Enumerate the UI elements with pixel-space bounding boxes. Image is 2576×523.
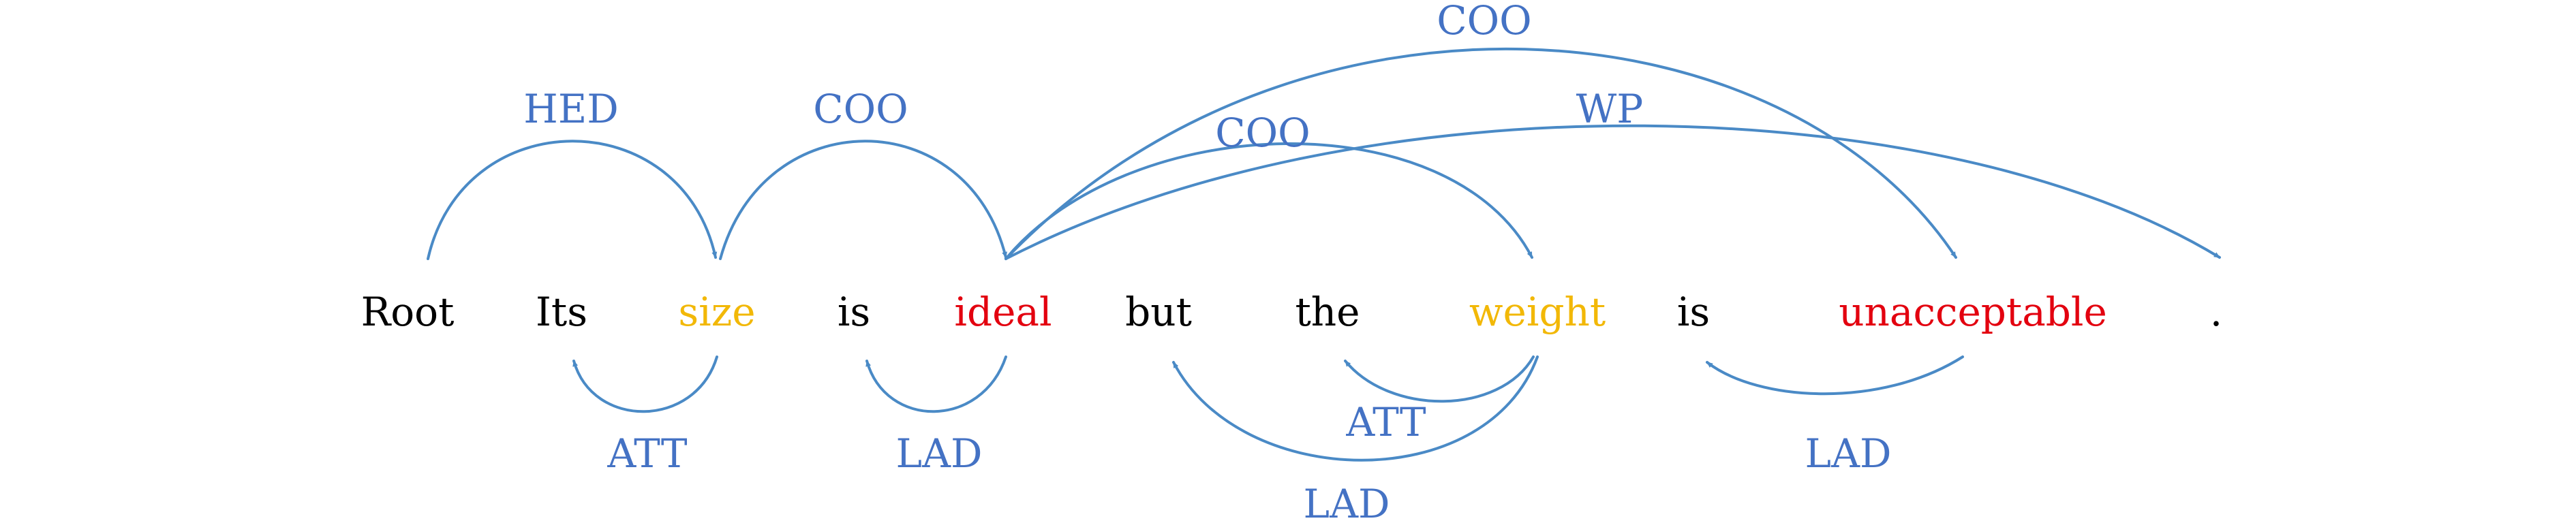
arc-coo-ideal-to-unacceptable [1005, 47, 1957, 260]
token-its-1: Its [536, 289, 587, 335]
arc-lad-ideal-to-is [865, 355, 1007, 413]
arc-att-weight-to-the [1344, 355, 1535, 403]
arc-coo-size-to-ideal [719, 140, 1007, 260]
token-is-3: is [838, 289, 870, 335]
label-layer: HED COO COO COO WP ATT LAD ATT LAD LAD [523, 0, 1891, 523]
arc-att-size-to-its [572, 355, 718, 413]
token-the-6: the [1295, 289, 1360, 335]
token-period-10: . [2210, 289, 2222, 335]
arc-label-wp: WP [1576, 86, 1644, 132]
arc-lad-weight-to-but [1172, 355, 1539, 462]
token-root-0: Root [361, 289, 455, 335]
arc-lad-unacceptable-to-is [1706, 355, 1964, 396]
arc-label-lad: LAD [1304, 481, 1390, 523]
arc-label-coo: COO [813, 86, 908, 132]
arc-label-coo: COO [1437, 0, 1531, 44]
arc-label-lad: LAD [1805, 430, 1892, 477]
arc-label-att: ATT [607, 430, 687, 477]
token-weight-7: weight [1469, 289, 1606, 335]
arc-label-att: ATT [1345, 399, 1426, 445]
token-ideal-4: ideal [954, 289, 1052, 335]
arc-coo-ideal-to-weight [1005, 142, 1533, 260]
arc-label-hed: HED [523, 86, 618, 132]
arc-wp-ideal-to-period [1005, 124, 2221, 260]
token-size-2: size [678, 289, 755, 335]
arc-layer [427, 47, 2221, 462]
token-layer: Root Its size is ideal but the weight is unaccept… [361, 289, 2223, 335]
token-is-8: is [1677, 289, 1710, 335]
arc-label-lad: LAD [896, 430, 983, 477]
arc-label-coo: COO [1215, 110, 1310, 156]
token-unacceptable-9: unacceptable [1839, 289, 2107, 335]
arc-hed-root-to-size [427, 140, 718, 260]
token-but-5: but [1125, 289, 1192, 335]
